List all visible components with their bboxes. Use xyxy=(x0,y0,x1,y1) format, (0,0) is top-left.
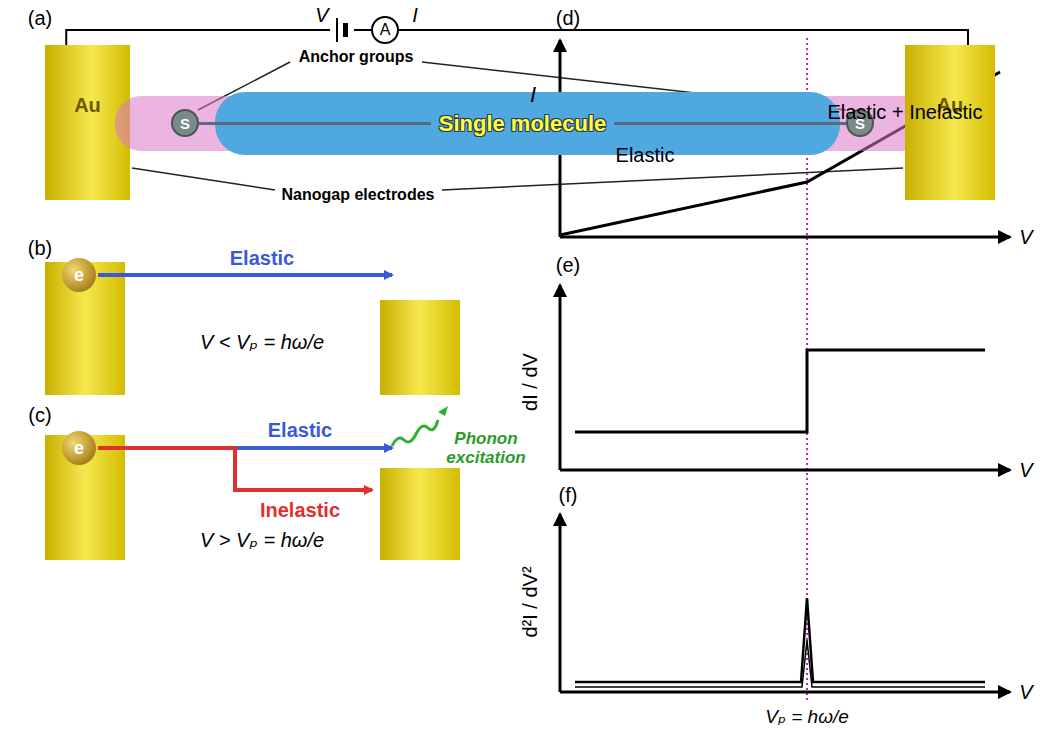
molecule-region: Single moleculeSS xyxy=(115,92,930,155)
electron-path xyxy=(98,446,235,450)
elastic-arrow xyxy=(233,446,392,450)
leader-line xyxy=(442,168,903,190)
elastic-arrow xyxy=(98,273,392,277)
conductance-step xyxy=(575,350,985,432)
figure-label: Phonon excitation xyxy=(436,430,536,467)
panel-letter: (b) xyxy=(28,237,52,259)
circuit-wire xyxy=(399,30,968,45)
figure-label: Anchor groups xyxy=(299,48,414,66)
figure-label: I xyxy=(412,4,418,26)
electrode xyxy=(380,468,460,560)
ammeter-symbol: A xyxy=(371,16,399,44)
figure-label: dI / dV xyxy=(519,353,541,411)
molecule-label: Single molecule xyxy=(431,110,615,138)
panel-letter: (e) xyxy=(556,254,580,276)
anchor-atom: S xyxy=(171,109,199,137)
figure-label: Elastic + Inelastic xyxy=(827,101,982,123)
x-axis xyxy=(560,691,1010,694)
battery-plate xyxy=(336,18,338,42)
electron-ball: e xyxy=(62,258,96,292)
symbol-letter: e xyxy=(74,439,84,457)
symbol-letter: S xyxy=(180,116,190,131)
panel-letter: (f) xyxy=(559,484,578,506)
figure-label: V > Vₚ = hω/e xyxy=(200,529,324,551)
figure-label: Elastic xyxy=(230,247,294,269)
figure-label: d²I / dV² xyxy=(519,566,541,637)
electron-ball: e xyxy=(62,431,96,465)
figure-label: Nanogap electrodes xyxy=(282,186,435,204)
figure-label: Elastic xyxy=(268,419,332,441)
figure-label: I xyxy=(530,83,536,107)
panel-letter: (d) xyxy=(556,7,580,29)
inelastic-arrow xyxy=(235,446,372,490)
figure-label: V xyxy=(315,4,328,26)
symbol-letter: A xyxy=(380,22,391,38)
phonon-arrowhead xyxy=(438,406,448,416)
x-axis xyxy=(560,469,1010,472)
figure-label: V xyxy=(1019,459,1032,481)
x-axis xyxy=(560,236,1010,239)
figure-label: V xyxy=(1019,226,1032,248)
panel-letter: (a) xyxy=(28,7,52,29)
circuit-wire xyxy=(66,30,371,45)
figure-label: V < Vₚ = hω/e xyxy=(200,331,324,353)
figure-label: Inelastic xyxy=(260,499,340,521)
symbol-letter: e xyxy=(74,266,84,284)
figure-label: Vₚ = hω/e xyxy=(765,707,849,728)
y-axis xyxy=(559,285,562,470)
wire-gap xyxy=(330,18,354,42)
iets-peak xyxy=(575,598,985,682)
y-axis xyxy=(559,514,562,692)
battery-plate xyxy=(343,23,348,37)
iets-peak xyxy=(575,640,985,687)
figure-label: V xyxy=(1019,681,1032,703)
phonon-wave xyxy=(392,420,438,446)
panel-letter: (c) xyxy=(28,404,51,426)
electrode-label: Au xyxy=(74,95,101,115)
leader-line xyxy=(132,168,275,190)
electrode xyxy=(380,300,460,395)
figure-label: Elastic xyxy=(616,144,675,166)
